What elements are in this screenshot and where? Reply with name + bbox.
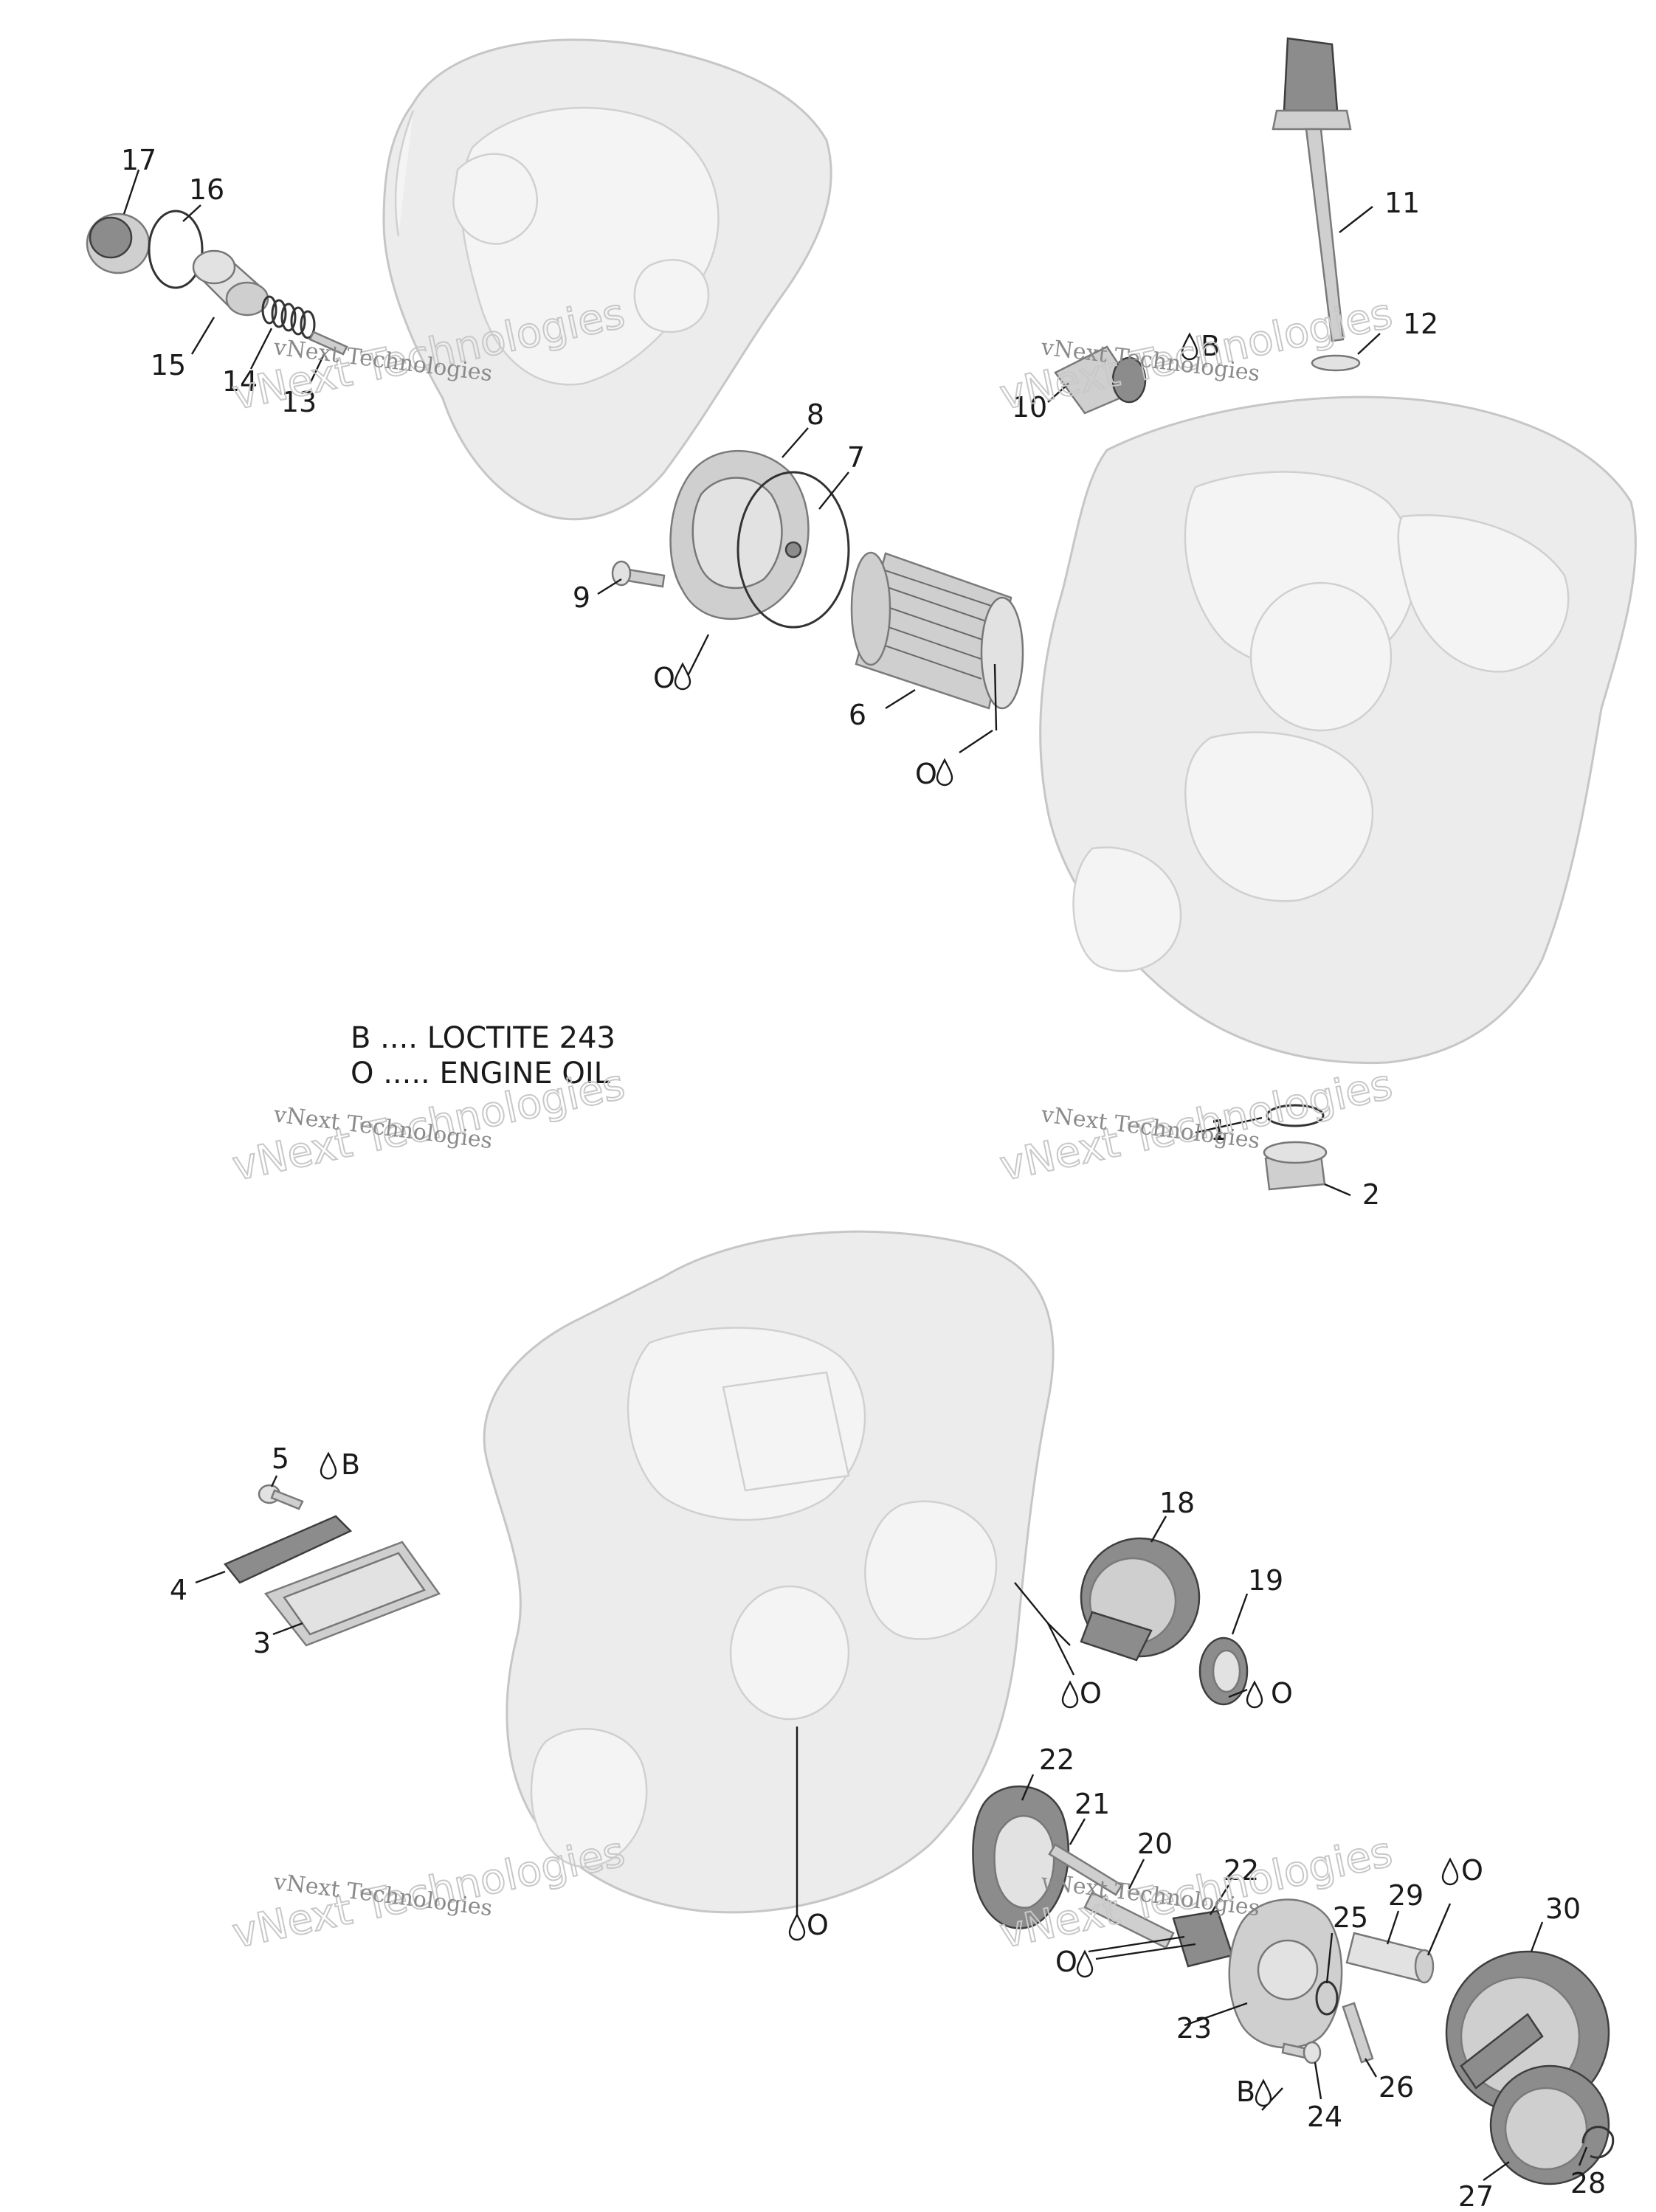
- callout-17: 17: [121, 144, 156, 176]
- symbol-oil: O: [807, 1909, 829, 1941]
- symbol-letters: O O B B O O O O O B: [341, 330, 1483, 2108]
- callout-27: 27: [1458, 2180, 1494, 2212]
- callout-6: 6: [849, 699, 866, 731]
- part-spring-14: [261, 295, 316, 339]
- part-valve-10: [1054, 345, 1147, 415]
- callout-13: 13: [281, 386, 317, 418]
- part-screw-5: [258, 1484, 304, 1510]
- symbol-oil: O: [653, 662, 675, 694]
- callout-5: 5: [272, 1442, 289, 1475]
- part-gear-27: [1489, 2064, 1610, 2185]
- callout-20: 20: [1137, 1828, 1173, 1860]
- callout-19: 19: [1248, 1564, 1283, 1597]
- callout-26: 26: [1379, 2071, 1414, 2104]
- drop-icon: [1255, 2078, 1272, 2107]
- callout-16: 16: [189, 173, 224, 206]
- symbol-oil: O: [1461, 1854, 1483, 1887]
- part-drain-plug-2: [1263, 1141, 1328, 1191]
- part-plunger-15: [192, 249, 269, 317]
- part-pump-ring-22: [972, 1785, 1070, 1929]
- callout-4: 4: [170, 1574, 187, 1606]
- drop-icon: [1061, 1680, 1079, 1709]
- drop-icon: [674, 662, 691, 691]
- symbol-oil: O: [1271, 1677, 1293, 1710]
- part-pump-cover-23: [1228, 1898, 1343, 2049]
- part-seal-19: [1198, 1636, 1249, 1706]
- callout-25: 25: [1333, 1901, 1368, 1934]
- part-plate-4: [224, 1515, 353, 1584]
- drop-icon: [1441, 1857, 1459, 1886]
- callout-2: 2: [1362, 1178, 1380, 1211]
- drop-icon: [1076, 1949, 1094, 1978]
- symbol-oil: O: [1055, 1946, 1077, 1978]
- leader-lines: [123, 169, 1588, 2181]
- callout-18: 18: [1159, 1487, 1195, 1519]
- symbol-oil: O: [1080, 1677, 1102, 1710]
- callout-14: 14: [222, 365, 258, 398]
- drop-icon: [936, 758, 953, 787]
- callout-11: 11: [1384, 187, 1420, 219]
- callout-24: 24: [1307, 2101, 1342, 2133]
- drop-icon: [320, 1451, 337, 1480]
- callout-9: 9: [573, 581, 590, 614]
- callout-3: 3: [253, 1627, 271, 1659]
- callout-8: 8: [807, 398, 824, 431]
- callout-10: 10: [1012, 391, 1047, 424]
- part-screw-9: [611, 560, 666, 588]
- callout-12: 12: [1403, 308, 1438, 340]
- callout-29: 29: [1388, 1879, 1424, 1912]
- legend-loctite: B .... LOCTITE 243: [351, 1021, 615, 1055]
- callout-1: 1: [1210, 1114, 1228, 1147]
- drop-icon: [1246, 1680, 1263, 1709]
- symbol-loctite: B: [341, 1448, 360, 1481]
- symbol-loctite: B: [1236, 2076, 1255, 2108]
- part-oil-filter-6: [850, 551, 1024, 710]
- oil-drop-icons: [320, 332, 1459, 2107]
- legend: B .... LOCTITE 243 O ..... ENGINE OIL: [351, 1021, 615, 1091]
- part-gasket-1: [1266, 1104, 1325, 1127]
- part-strainer-3: [263, 1541, 441, 1647]
- callout-numbers: 17 16 15 14 13 8 7 9 6 11 12 10 1 2 5 4 …: [121, 144, 1606, 2212]
- part-dipstick-11: [1272, 37, 1352, 342]
- callout-15: 15: [151, 349, 186, 381]
- part-oring-16: [148, 210, 204, 289]
- callout-22b: 22: [1224, 1854, 1259, 1887]
- symbol-loctite: B: [1201, 330, 1220, 362]
- main-crankcase: [1039, 395, 1637, 1065]
- legend-engine-oil: O ..... ENGINE OIL: [351, 1057, 611, 1091]
- part-pin-26: [1342, 2002, 1374, 2064]
- drop-icon: [788, 1912, 806, 1941]
- part-shaft-29: [1345, 1932, 1435, 1984]
- symbol-oil: O: [915, 758, 937, 790]
- drop-icon: [1181, 332, 1198, 361]
- part-oring-7: [736, 471, 850, 629]
- part-pin-21: [1048, 1843, 1123, 1896]
- part-cap-17: [86, 212, 151, 274]
- callout-7: 7: [847, 441, 865, 474]
- callout-30: 30: [1545, 1893, 1581, 1925]
- crankcase-cover: [382, 38, 832, 521]
- callout-22a: 22: [1039, 1743, 1074, 1776]
- part-screw-24: [1281, 2041, 1322, 2064]
- part-pin-13: [308, 331, 348, 356]
- callout-23: 23: [1176, 2012, 1212, 2045]
- callout-21: 21: [1074, 1788, 1110, 1820]
- lower-crankcase: [483, 1230, 1055, 1914]
- part-oring-12: [1311, 354, 1361, 372]
- part-gear-18: [1080, 1537, 1201, 1662]
- callout-28: 28: [1570, 2167, 1606, 2199]
- part-circlip-28: [1581, 2126, 1615, 2159]
